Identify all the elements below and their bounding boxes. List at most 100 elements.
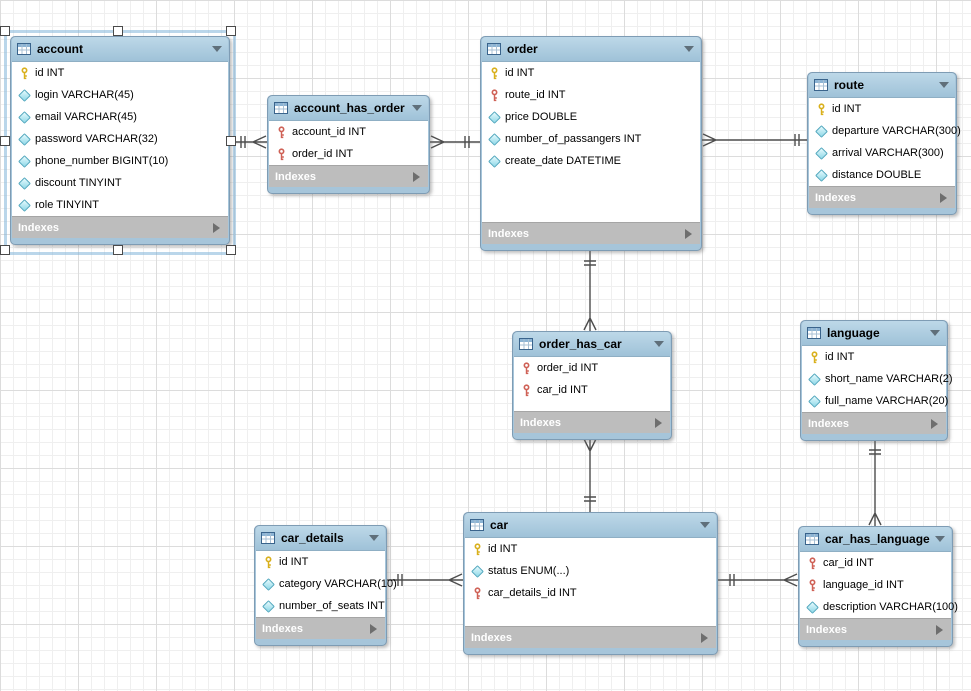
expand-arrow-icon[interactable] bbox=[413, 171, 420, 182]
column-definition: order_id INT bbox=[292, 148, 354, 160]
column-row[interactable]: login VARCHAR(45) bbox=[12, 84, 228, 106]
table-header[interactable]: account bbox=[12, 37, 228, 61]
column-row[interactable]: password VARCHAR(32) bbox=[12, 128, 228, 150]
table-header[interactable]: car bbox=[465, 513, 716, 537]
indexes-footer[interactable]: Indexes bbox=[12, 216, 228, 238]
selection-handle[interactable] bbox=[226, 135, 236, 146]
indexes-footer[interactable]: Indexes bbox=[482, 222, 700, 244]
column-row[interactable]: order_id INT bbox=[269, 143, 428, 165]
collapse-arrow-icon[interactable] bbox=[700, 522, 710, 528]
column-row[interactable]: phone_number BIGINT(10) bbox=[12, 150, 228, 172]
collapse-arrow-icon[interactable] bbox=[930, 330, 940, 336]
indexes-footer[interactable]: Indexes bbox=[256, 617, 385, 639]
column-row[interactable]: email VARCHAR(45) bbox=[12, 106, 228, 128]
column-row[interactable]: car_id INT bbox=[800, 552, 951, 574]
relationship-line-language-car_has_language[interactable] bbox=[868, 439, 882, 526]
relationship-line-order_has_car-car[interactable] bbox=[583, 438, 597, 512]
relationship-line-account-account_has_order[interactable] bbox=[230, 135, 267, 149]
column-row[interactable]: short_name VARCHAR(2) bbox=[802, 368, 953, 390]
collapse-arrow-icon[interactable] bbox=[212, 46, 222, 52]
table-header[interactable]: car_details bbox=[256, 526, 385, 550]
table-header[interactable]: order_has_car bbox=[514, 332, 670, 356]
column-row[interactable]: id INT bbox=[465, 538, 716, 560]
foreign-key-icon bbox=[275, 125, 287, 139]
collapse-arrow-icon[interactable] bbox=[684, 46, 694, 52]
indexes-footer[interactable]: Indexes bbox=[269, 165, 428, 187]
selection-handle[interactable] bbox=[0, 135, 10, 146]
table-header[interactable]: route bbox=[809, 73, 955, 97]
expand-arrow-icon[interactable] bbox=[936, 624, 943, 635]
selection-handle[interactable] bbox=[226, 245, 236, 255]
column-definition: route_id INT bbox=[505, 89, 566, 101]
column-row[interactable]: price DOUBLE bbox=[482, 106, 700, 128]
column-row[interactable]: role TINYINT bbox=[12, 194, 228, 216]
column-row[interactable]: full_name VARCHAR(20) bbox=[802, 390, 948, 412]
column-row[interactable]: create_date DATETIME bbox=[482, 150, 700, 172]
selection-handle[interactable] bbox=[226, 26, 236, 36]
expand-arrow-icon[interactable] bbox=[685, 228, 692, 239]
column-row[interactable]: id INT bbox=[482, 62, 700, 84]
indexes-footer[interactable]: Indexes bbox=[800, 618, 951, 640]
collapse-arrow-icon[interactable] bbox=[654, 341, 664, 347]
expand-arrow-icon[interactable] bbox=[701, 632, 708, 643]
relationship-line-order-route[interactable] bbox=[702, 133, 807, 147]
relationship-line-order-order_has_car[interactable] bbox=[583, 249, 597, 331]
column-row[interactable]: discount TINYINT bbox=[12, 172, 228, 194]
table-header[interactable]: order bbox=[482, 37, 700, 61]
expand-arrow-icon[interactable] bbox=[370, 623, 377, 634]
table-header[interactable]: language bbox=[802, 321, 946, 345]
relationship-line-car-car_has_language[interactable] bbox=[718, 573, 798, 587]
column-row[interactable]: status ENUM(...) bbox=[465, 560, 716, 582]
indexes-footer[interactable]: Indexes bbox=[809, 186, 955, 208]
selection-handle[interactable] bbox=[113, 26, 123, 36]
column-row[interactable]: order_id INT bbox=[514, 357, 670, 379]
column-row[interactable]: account_id INT bbox=[269, 121, 428, 143]
table-icon bbox=[261, 532, 275, 544]
column-row[interactable]: distance DOUBLE bbox=[809, 164, 955, 186]
expand-arrow-icon[interactable] bbox=[213, 222, 220, 233]
indexes-footer[interactable]: Indexes bbox=[802, 412, 946, 434]
column-row[interactable]: arrival VARCHAR(300) bbox=[809, 142, 955, 164]
relationship-line-account_has_order-order[interactable] bbox=[430, 135, 480, 149]
collapse-arrow-icon[interactable] bbox=[369, 535, 379, 541]
collapse-arrow-icon[interactable] bbox=[935, 536, 945, 542]
column-row[interactable]: number_of_seats INT bbox=[256, 595, 385, 617]
column-row[interactable]: id INT bbox=[809, 98, 955, 120]
selection-handle[interactable] bbox=[0, 26, 10, 36]
column-row[interactable]: car_details_id INT bbox=[465, 582, 716, 604]
column-row[interactable]: route_id INT bbox=[482, 84, 700, 106]
column-row[interactable]: language_id INT bbox=[800, 574, 951, 596]
selection-handle[interactable] bbox=[113, 245, 123, 255]
table-header[interactable]: account_has_order bbox=[269, 96, 428, 120]
collapse-arrow-icon[interactable] bbox=[412, 105, 422, 111]
collapse-arrow-icon[interactable] bbox=[939, 82, 949, 88]
expand-arrow-icon[interactable] bbox=[931, 418, 938, 429]
column-row[interactable]: id INT bbox=[802, 346, 946, 368]
expand-arrow-icon[interactable] bbox=[940, 192, 947, 203]
selection-handle[interactable] bbox=[0, 245, 10, 255]
table-header[interactable]: car_has_language bbox=[800, 527, 951, 551]
relationship-line-car_details-car[interactable] bbox=[387, 573, 463, 587]
column-row[interactable]: description VARCHAR(100) bbox=[800, 596, 958, 618]
column-row[interactable]: number_of_passangers INT bbox=[482, 128, 700, 150]
column-row[interactable]: id INT bbox=[12, 62, 228, 84]
column-row[interactable]: car_id INT bbox=[514, 379, 670, 401]
column-row[interactable]: category VARCHAR(10) bbox=[256, 573, 397, 595]
expand-arrow-icon[interactable] bbox=[655, 417, 662, 428]
indexes-footer[interactable]: Indexes bbox=[514, 411, 670, 433]
column-definition: departure VARCHAR(300) bbox=[832, 125, 961, 137]
indexes-footer[interactable]: Indexes bbox=[465, 626, 716, 648]
column-row[interactable]: id INT bbox=[256, 551, 385, 573]
column-definition: short_name VARCHAR(2) bbox=[825, 373, 953, 385]
column-row[interactable]: departure VARCHAR(300) bbox=[809, 120, 961, 142]
column-list: account_id INT order_id INT bbox=[269, 120, 428, 165]
